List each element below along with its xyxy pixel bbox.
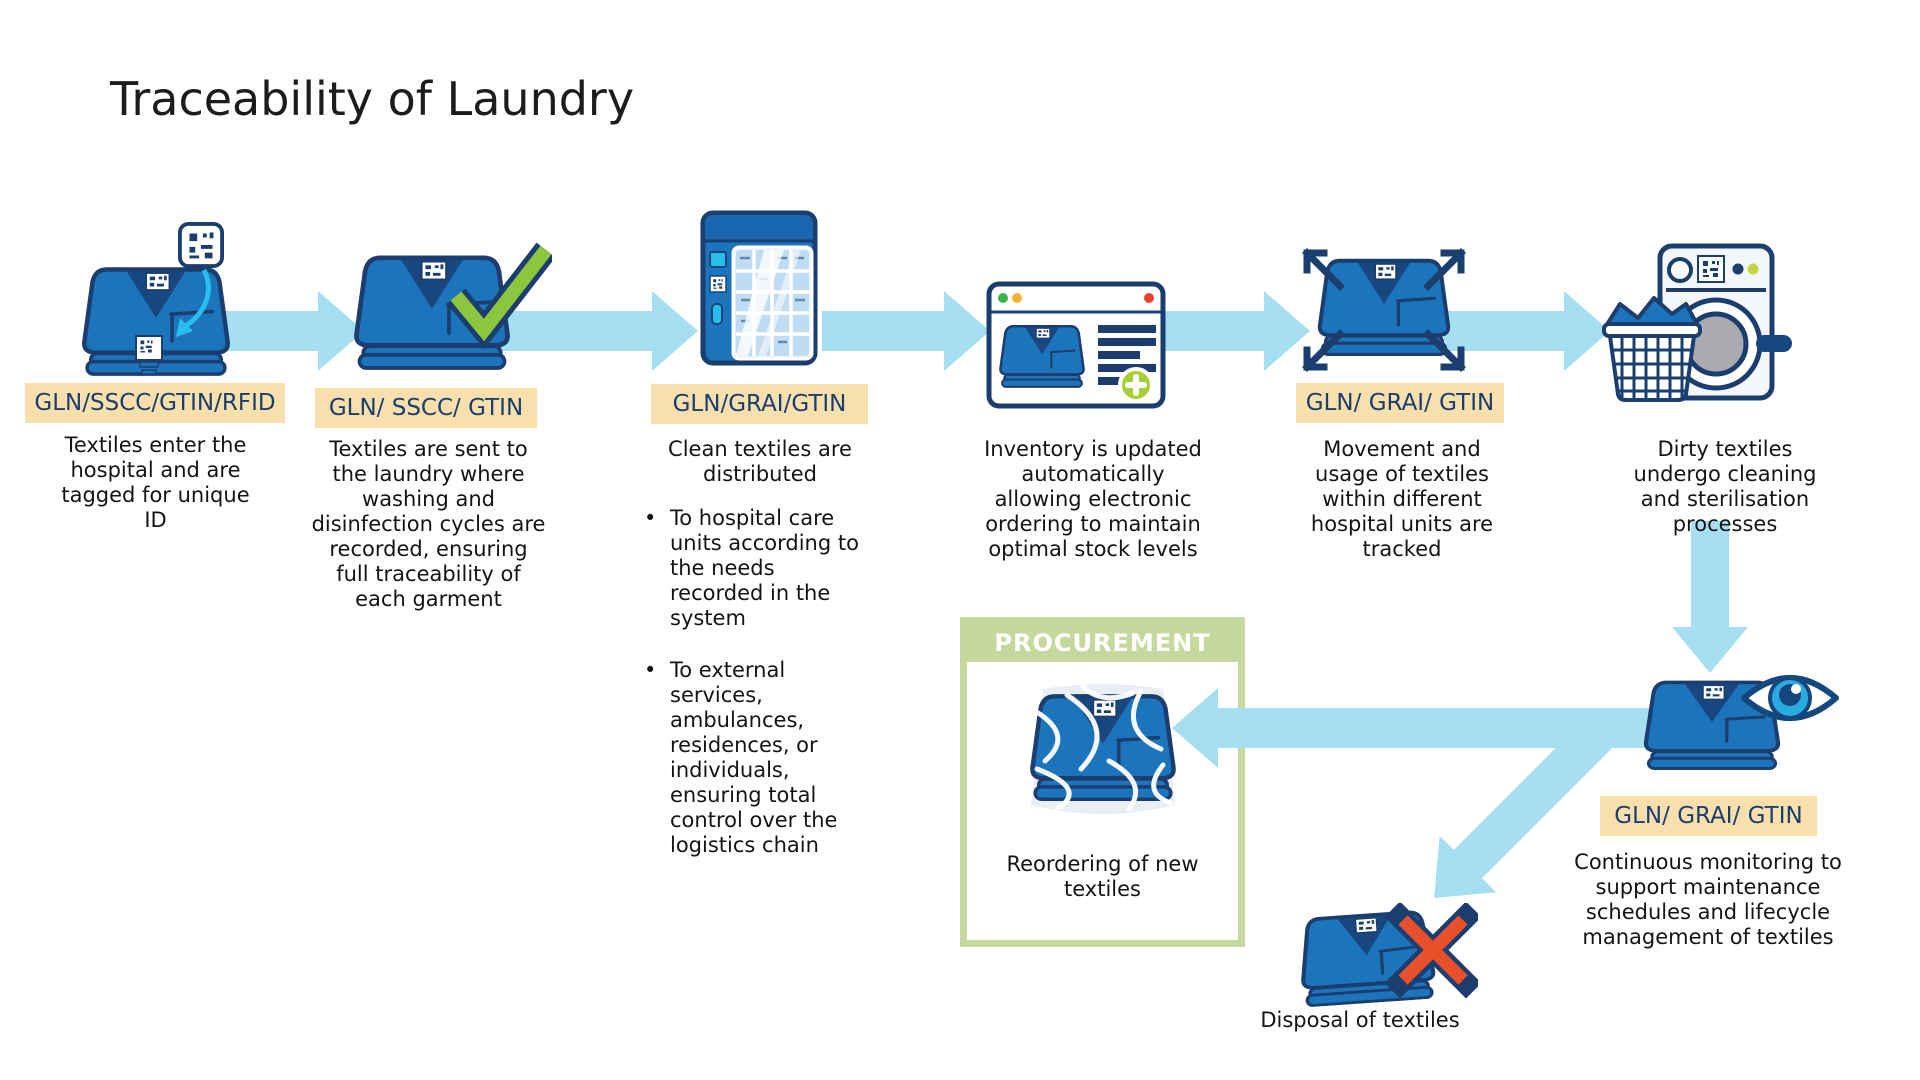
step2-code-label: GLN/ SSCC/ GTIN	[315, 388, 537, 428]
step3-description: Clean textiles are distributed	[668, 437, 852, 486]
monitoring-code-label: GLN/ GRAI/ GTIN	[1600, 796, 1817, 836]
step3-bullet-list: To hospital care units according to the …	[640, 506, 870, 885]
qr-tag-icon	[178, 222, 224, 268]
step3-bullet-1: To hospital care units according to the …	[640, 506, 870, 631]
page-title: Traceability of Laundry	[110, 72, 635, 126]
procurement-description: Reordering of new textiles	[1006, 852, 1199, 901]
window-dot-yellow	[1012, 293, 1022, 303]
washing-machine-icon	[1602, 243, 1792, 402]
step3-code-label: GLN/GRAI/GTIN	[651, 384, 868, 424]
flow-arrow-2	[468, 291, 698, 371]
step1-code-label: GLN/SSCC/GTIN/RFID	[25, 383, 285, 423]
flow-arrow-5	[1444, 291, 1610, 371]
tagged-textile-icon	[80, 222, 248, 378]
window-dot-red	[1144, 293, 1154, 303]
disposal-diagonal-arrow	[1434, 709, 1623, 898]
discarded-textile-icon	[1298, 903, 1478, 1009]
procurement-box: PROCUREMENT Reordering of new textiles	[960, 617, 1245, 947]
monitoring-eye-icon	[1642, 675, 1839, 772]
movement-tracking-icon	[1302, 248, 1466, 372]
red-x-icon	[1384, 903, 1478, 999]
eye-icon	[1741, 675, 1839, 721]
step5-description: Movement and usage of textiles within di…	[1310, 437, 1494, 561]
procurement-header: PROCUREMENT	[967, 624, 1238, 662]
step4-description: Inventory is updated automatically allow…	[984, 437, 1202, 561]
disposal-description: Disposal of textiles	[1260, 1008, 1460, 1032]
approved-textile-icon	[352, 242, 552, 372]
laundry-basket-icon	[1602, 296, 1702, 402]
step2-description: Textiles are sent to the laundry where w…	[311, 437, 546, 611]
inventory-software-icon	[986, 281, 1166, 409]
reorder-left-arrow	[1172, 688, 1660, 768]
window-dot-green	[998, 293, 1008, 303]
step1-description: Textiles enter the hospital and are tagg…	[61, 433, 250, 532]
flow-arrow-4	[1162, 291, 1310, 371]
step3-bullet-2: To external services, ambulances, reside…	[640, 658, 870, 858]
wrapped-textile-icon	[1023, 684, 1183, 814]
monitoring-description: Continuous monitoring to support mainten…	[1574, 850, 1842, 949]
flow-arrow-3	[822, 291, 990, 371]
distribution-cabinet-icon	[700, 210, 818, 366]
step5-code-label: GLN/ GRAI/ GTIN	[1296, 383, 1504, 423]
down-arrow	[1672, 521, 1748, 673]
step6-description: Dirty textiles undergo cleaning and ster…	[1633, 437, 1817, 536]
flow-arrow-1	[220, 291, 364, 371]
